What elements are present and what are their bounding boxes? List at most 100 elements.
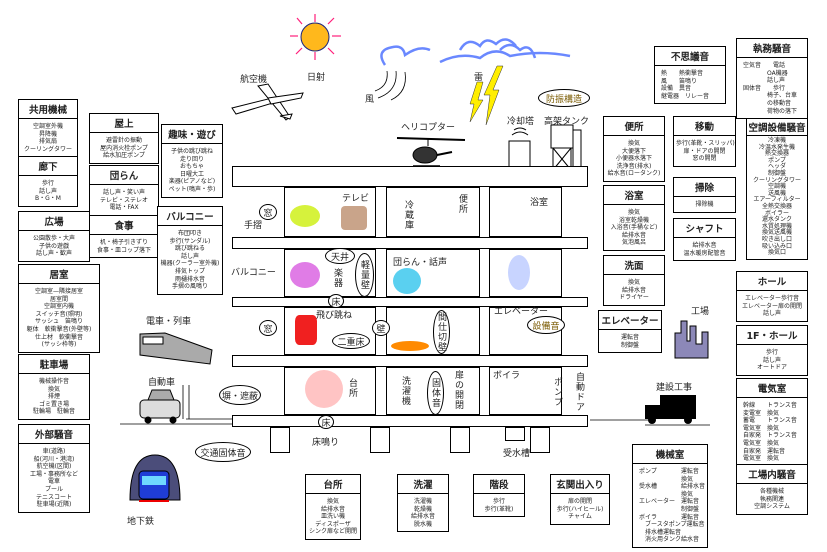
info-box-item: 机・椅子引きずり: [99, 239, 148, 246]
info-box-item: 還水タンク: [761, 216, 792, 224]
info-box-item: クーリングタワー: [752, 176, 801, 184]
info-box-title: 1F・ホール: [737, 326, 807, 345]
label-window: 窓: [259, 320, 277, 336]
info-box-title: 台所: [306, 475, 360, 494]
ground-hatch: [120, 385, 710, 426]
label-wall: 壁: [372, 320, 390, 336]
info-box-item: ペット(鳴声・歩): [168, 185, 216, 193]
info-box-item: 公園散歩・大声: [32, 235, 75, 242]
subway-icon: [129, 454, 181, 502]
info-box-item: 消火用タンク給水音: [639, 536, 700, 544]
info-box-item: おもちゃ: [179, 163, 204, 171]
info-box-list: 換気大便落下小便器水落下洗浄音(排水)給水音(ロータンク): [604, 136, 664, 181]
info-box-item: 制御盤: [639, 505, 700, 513]
info-box-title: 団らん: [90, 166, 158, 185]
elevated-tank-icon: [550, 124, 582, 171]
room-bath: [489, 187, 562, 237]
label-floor: 床: [328, 294, 344, 308]
info-box-item: 固体音 歩行: [743, 84, 786, 92]
info-box-item: 機械操作音: [38, 378, 69, 385]
info-box-item: 電気室 換気: [743, 455, 780, 463]
info-box-list: 給排水音温水暖房配管音: [674, 238, 735, 260]
info-box-item: 空調システム: [754, 503, 790, 511]
info-box-item: OA機器: [743, 69, 788, 77]
info-box-item: ボイラ 運転音: [639, 513, 700, 521]
info-box-shitsumu: 執務騒音空気音 電話 OA機器 話し声固体音 歩行 椅子、台車 の移動音 荷物の…: [736, 38, 808, 120]
truck-icon: [645, 395, 696, 424]
info-box-sentaku: 洗濯洗濯機乾燥機給排水音脱水機: [397, 474, 449, 533]
info-box-denki: 電気室幹線 トランス音変電室 換気蓄電 トランス音電気室 換気自家発 トランス音…: [736, 378, 808, 467]
info-box-item: エレベーター 運転音: [639, 498, 700, 506]
label-floor-squeak: 床鳴り: [312, 438, 340, 448]
info-box-item: 躯体 軟衝撃音(外壁等): [26, 325, 92, 333]
label-jump: 飛び跳ね: [316, 311, 353, 321]
info-box-shaft: シャフト給排水音温水暖房配管音: [673, 218, 736, 262]
info-box-item: エレベーター歩行音: [744, 295, 799, 302]
info-box-item: 話し声・歓声: [35, 250, 72, 258]
info-box-item: 空調室—隣接居室: [34, 288, 83, 295]
jumping-person-icon: [295, 315, 317, 345]
info-box-item: 排水槽運転音: [639, 528, 682, 536]
info-box-item: オートドア: [756, 364, 787, 372]
info-box-item: 排気トップ: [174, 267, 205, 275]
info-box-item: 話し声: [762, 356, 781, 364]
info-box-item: 熱交換器: [764, 150, 789, 158]
label-double-floor: 二重床: [332, 333, 370, 349]
label-handrail: 手摺: [244, 221, 263, 231]
label-antivibration: 防振構造: [538, 89, 590, 107]
info-box-item: 制御盤: [767, 169, 786, 177]
info-box-list: 布団叩き歩行(サンダル)跳び跳ねる話し声機器(クーラー室外機)排気トップ雨樋排水…: [158, 226, 222, 294]
info-box-list: 歩行歩行(革靴): [474, 494, 524, 516]
info-box-item: エレベーター扉の開閉: [741, 302, 802, 310]
label-thunder: 雷: [474, 73, 484, 83]
info-box-item: 各種機械: [759, 488, 784, 495]
info-box-title: 掃除: [674, 178, 735, 197]
info-box-item: 乾燥機: [413, 505, 432, 513]
info-box-item: チャイム: [568, 513, 592, 521]
info-box-hall: ホールエレベーター歩行音エレベーター扉の開閉話し声: [736, 271, 808, 322]
info-box-title: 共用機械: [19, 100, 77, 119]
floor-slab: [232, 237, 588, 249]
info-box-item: 換気: [627, 279, 640, 286]
info-box-item: 日曜大工: [179, 170, 204, 178]
label-helicopter: ヘリコプター: [401, 123, 456, 133]
info-box-item: 荷物の落下: [743, 107, 798, 115]
info-box-item: 排煙: [47, 393, 60, 401]
info-box-item: ボイラー: [764, 209, 789, 217]
info-box-item: 換気口: [767, 249, 786, 257]
info-box-list: 車(道路)船(河川・港湾)航空機(区間)工場・事務所など電車プールテニスコート駐…: [19, 444, 89, 512]
info-box-title: 執務騒音: [737, 39, 807, 58]
train-icon: [139, 332, 213, 365]
wind-icon: [374, 70, 406, 101]
label-balcony: バルコニー: [231, 268, 276, 278]
info-box-item: 機器(クーラー室外機): [160, 260, 220, 268]
info-box-title: 外部騒音: [19, 425, 89, 444]
car-icon: [139, 389, 181, 424]
info-box-item: 歩行(ハイヒール): [556, 505, 604, 513]
info-box-title: 浴室: [604, 186, 664, 205]
info-box-item: ディスポーザ: [315, 520, 351, 528]
info-box-item: 冷温水発生機: [758, 143, 795, 151]
tv-icon: [341, 206, 367, 230]
info-box-item: 電話・FAX: [109, 204, 139, 212]
info-box-kyoshitsu: 居室空調室—隣接居室居室間空調室内機スイッチ音(照明)サッシュ 笛鳴り躯体 軟衝…: [18, 264, 100, 353]
label-elevator: エレベーター: [494, 307, 549, 317]
info-box-item: プール: [44, 485, 63, 493]
label-airplane: 航空機: [240, 75, 268, 85]
info-box-item: 変電室 換気: [743, 409, 780, 417]
info-box-list: エレベーター歩行音エレベーター扉の開閉話し声: [737, 291, 807, 321]
info-box-list: 幹線 トランス音変電室 換気蓄電 トランス音電気室 換気自家発 トランス音電気室…: [737, 398, 807, 466]
label-light-wall: 軽量壁: [355, 253, 374, 297]
info-box-title: 広場: [19, 212, 89, 231]
sun-icon: [290, 14, 341, 60]
info-box-title: 空調設備騒音: [747, 119, 807, 136]
label-bath: 浴室: [530, 198, 549, 208]
floor-slab: [232, 355, 588, 367]
info-box-list: 机・椅子引きずり食事・皿コップ落下: [90, 235, 158, 257]
label-solid-sound: 固体音: [427, 371, 444, 415]
info-box-kaidan: 階段歩行歩行(革靴): [473, 474, 525, 518]
info-box-list: 機械操作音換気排煙ゴミ置き場駐輪場 駐輪音: [19, 374, 89, 419]
info-box-kikai: 機械室ポンプ 運転音 換気受水槽 給排水音 換気エレベーター 運転音 制御盤ボイ…: [632, 444, 708, 548]
info-box-item: 運転音: [620, 334, 639, 341]
